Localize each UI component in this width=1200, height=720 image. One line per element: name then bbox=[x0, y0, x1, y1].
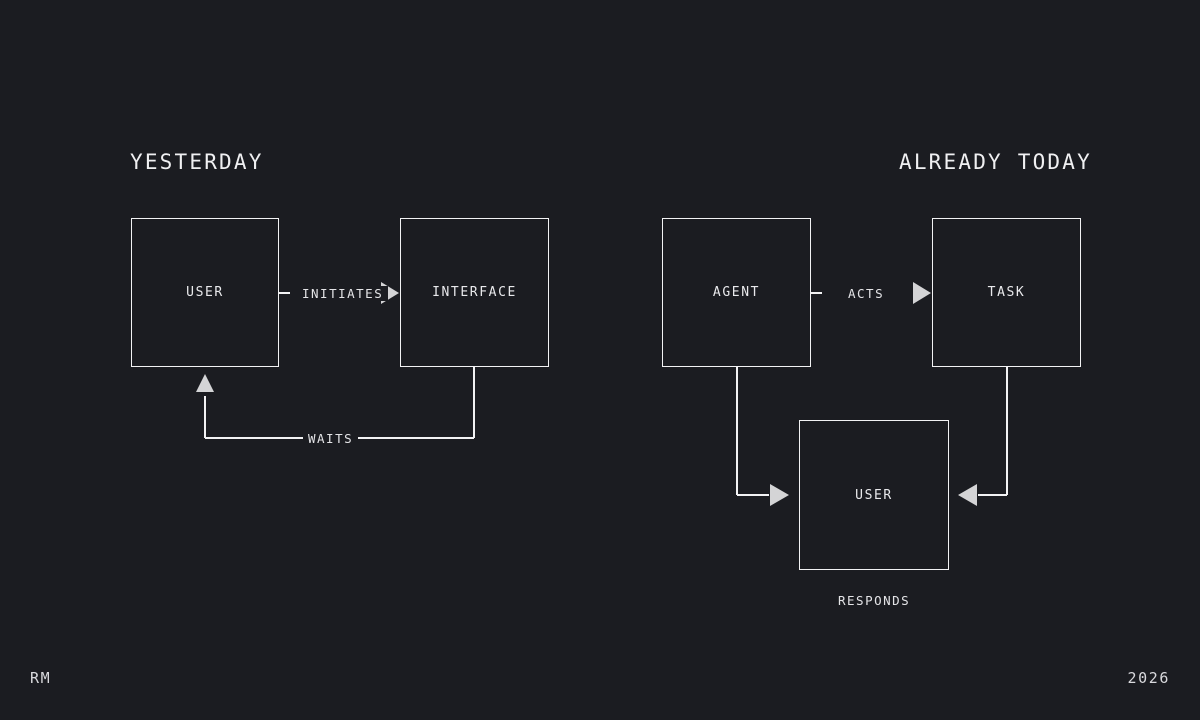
edge-label-acts: ACTS bbox=[843, 286, 890, 301]
node-label-task: TASK bbox=[987, 285, 1026, 300]
arrowhead-task-user-left-icon bbox=[958, 484, 977, 506]
node-interface[interactable]: INTERFACE bbox=[400, 218, 549, 367]
node-user-right[interactable]: USER bbox=[799, 420, 949, 570]
edge-label-waits: WAITS bbox=[303, 431, 359, 446]
node-label-user-left: USER bbox=[186, 285, 224, 300]
arrowhead-acts-right-icon bbox=[913, 282, 931, 304]
node-user-left[interactable]: USER bbox=[131, 218, 279, 367]
arrowhead-agent-user-right-icon bbox=[770, 484, 789, 506]
node-label-agent: AGENT bbox=[712, 285, 761, 300]
edge-label-initiates: INITIATES bbox=[297, 286, 389, 301]
arrowhead-waits-up-icon bbox=[196, 374, 214, 392]
footer-initials: RM bbox=[30, 669, 52, 687]
node-task[interactable]: TASK bbox=[932, 218, 1081, 367]
node-label-user-right: USER bbox=[855, 487, 893, 503]
node-label-interface: INTERFACE bbox=[432, 285, 517, 300]
section-heading-already-today: ALREADY TODAY bbox=[899, 150, 1092, 174]
section-heading-yesterday: YESTERDAY bbox=[130, 150, 264, 174]
footer-year: 2026 bbox=[1127, 669, 1170, 687]
edge-label-responds: RESPONDS bbox=[833, 593, 916, 608]
node-agent[interactable]: AGENT bbox=[662, 218, 811, 367]
